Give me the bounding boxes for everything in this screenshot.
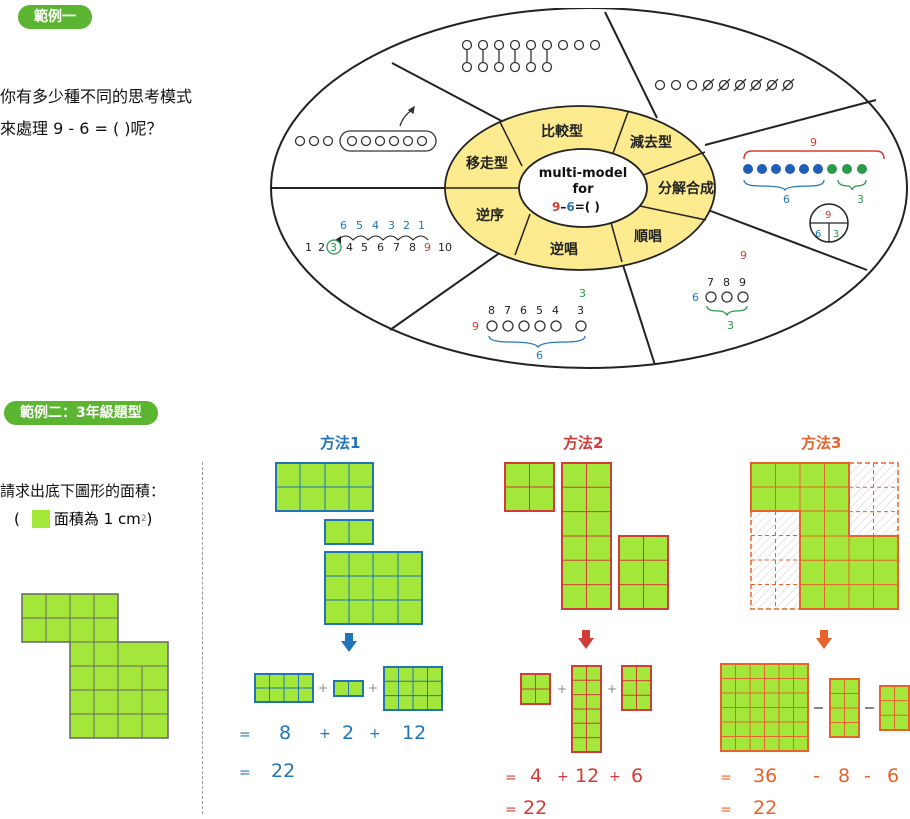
method1-figures: + +: [254, 462, 443, 711]
svg-text:5: 5: [536, 304, 543, 317]
unit-square-icon: [31, 509, 50, 528]
method1-equation2: = 22: [239, 760, 296, 782]
ring-label-subtract: 減去型: [630, 134, 672, 151]
method3-equation1: = 36 - 8 - 6: [720, 765, 900, 787]
ring-dividers: [446, 111, 707, 263]
svg-text:9: 9: [472, 320, 479, 333]
method2-title: 方法2: [563, 434, 604, 452]
remove-model: [294, 105, 437, 152]
svg-text:8: 8: [488, 304, 495, 317]
ring-label-count-on: 順唱: [634, 229, 662, 245]
svg-text:4: 4: [346, 241, 353, 254]
decompose-model: 9 6 3 9 6 3: [743, 136, 885, 243]
svg-text:9: 9: [825, 210, 831, 221]
svg-text:3: 3: [577, 304, 584, 317]
svg-text:8: 8: [409, 241, 416, 254]
svg-text:8: 8: [723, 276, 730, 289]
svg-text:+: +: [607, 682, 617, 696]
method3-arrow: [816, 630, 832, 649]
method3-square-grid: [721, 664, 808, 751]
svg-text:6: 6: [340, 219, 347, 232]
svg-text:10: 10: [438, 241, 452, 254]
svg-text:4: 4: [372, 219, 379, 232]
center-line2: for: [573, 182, 595, 197]
svg-text:+: +: [318, 681, 328, 695]
section-divider: [202, 462, 203, 814]
example1-badge: 範例一: [18, 5, 92, 29]
compare-circles: [461, 39, 601, 73]
svg-text:9: 9: [810, 136, 817, 149]
svg-text:3: 3: [727, 319, 734, 332]
subtract-circles: [654, 78, 795, 92]
svg-text:3: 3: [330, 241, 337, 254]
svg-text:2: 2: [403, 219, 410, 232]
method1-title: 方法1: [320, 434, 361, 452]
svg-text:3: 3: [388, 219, 395, 232]
original-l-shape: [21, 593, 169, 739]
example2-question: 請求出底下圖形的面積：: [0, 482, 166, 500]
svg-text:9: 9: [740, 249, 747, 262]
svg-text:7: 7: [707, 276, 714, 289]
svg-text:9: 9: [739, 276, 746, 289]
svg-text:6: 6: [815, 229, 821, 240]
multi-model-diagram: multi-model for 9–6=( ) 比較型 減去型 分解合成 順唱 …: [270, 8, 908, 369]
svg-text:4: 4: [552, 304, 559, 317]
method3-equation2: = 22: [720, 797, 778, 819]
method1-equation1: = 8 + 2 + 12: [239, 722, 427, 744]
svg-text:3: 3: [579, 287, 586, 300]
method2-equation2: = 22: [505, 797, 548, 819]
svg-text:3: 3: [833, 229, 839, 240]
count-on-model: 9 7 8 9 6 3: [692, 249, 749, 332]
ring-label-reverse: 逆序: [476, 207, 504, 224]
center-line1: multi-model: [539, 166, 627, 181]
svg-text:3: 3: [857, 193, 864, 206]
method1-arrow: [341, 633, 357, 652]
svg-text:7: 7: [504, 304, 511, 317]
example1-question-line1: 你有多少種不同的思考模式: [0, 87, 193, 106]
method3-figures: [720, 462, 910, 752]
diagram-spokes: [272, 11, 877, 366]
svg-text:1: 1: [418, 219, 425, 232]
svg-text:1: 1: [305, 241, 312, 254]
ring-label-decompose: 分解合成: [658, 180, 714, 197]
example1-question-line2: 來處理 9 - 6 = ( )呢？: [0, 119, 163, 138]
center-equation: 9–6=( ): [552, 200, 600, 214]
ring-label-remove: 移走型: [466, 155, 508, 172]
count-back-model: 3 8 7 6 5 4 3 9 6: [472, 287, 587, 362]
ring-label-compare: 比較型: [541, 123, 583, 140]
method2-arrow: [578, 630, 594, 649]
method2-figures: + +: [504, 462, 669, 753]
svg-text:7: 7: [393, 241, 400, 254]
ring-label-count-back: 逆唱: [550, 241, 578, 258]
svg-text:9: 9: [424, 241, 431, 254]
svg-text:6: 6: [520, 304, 527, 317]
svg-text:6: 6: [377, 241, 384, 254]
svg-text:6: 6: [783, 193, 790, 206]
method3-title: 方法3: [801, 434, 842, 452]
svg-text:5: 5: [361, 241, 368, 254]
svg-text:6: 6: [536, 349, 543, 362]
svg-text:+: +: [557, 682, 567, 696]
svg-text:5: 5: [356, 219, 363, 232]
svg-text:2: 2: [318, 241, 325, 254]
svg-text:6: 6: [692, 291, 699, 304]
method2-equation1: = 4 + 12 + 6: [505, 765, 644, 787]
number-line-model: 6 5 4 3 2 1 1 2 3 4 5 6 7 8 9 10: [305, 219, 452, 255]
example2-badge: 範例二：3年級題型: [4, 401, 158, 425]
svg-text:+: +: [368, 681, 378, 695]
